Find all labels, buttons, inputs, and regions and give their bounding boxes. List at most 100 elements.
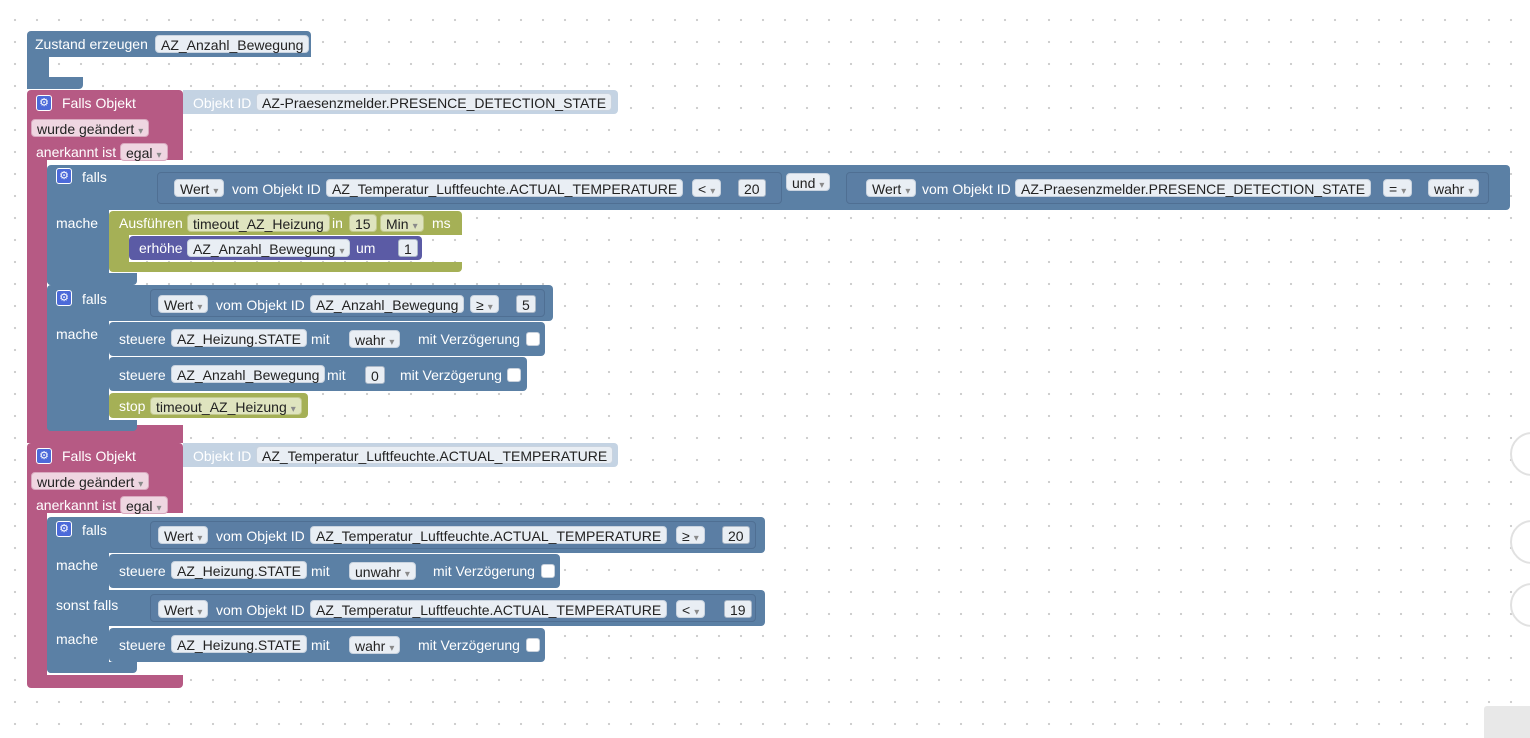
t2-if-block[interactable] <box>47 517 109 673</box>
t1-timeout-foot <box>109 262 462 272</box>
t2-sonst-falls: sonst falls <box>56 597 119 613</box>
t2-mache: mache <box>56 557 99 573</box>
gear-icon[interactable]: ⚙ <box>36 95 52 111</box>
create-state-var[interactable]: AZ_Anzahl_Bewegung <box>155 35 310 53</box>
t1-if1-right-vom: vom Objekt ID <box>922 181 1011 197</box>
t2-cond2-num[interactable]: 19 <box>724 600 752 618</box>
t1-if2-op[interactable]: ≥▾ <box>470 295 499 313</box>
t1-timeout-ms: ms <box>432 215 451 231</box>
t1-incr-label: erhöhe <box>139 240 183 256</box>
trigger1-ack-label: anerkannt ist <box>36 144 117 160</box>
t2-set1-mit: mit <box>311 563 330 579</box>
t2-set2-obj[interactable]: AZ_Heizung.STATE <box>171 635 307 653</box>
t2-cond1-num[interactable]: 20 <box>722 526 750 544</box>
checkbox-icon[interactable] <box>526 638 540 652</box>
t2-set1-steuere: steuere <box>119 563 166 579</box>
t1-incr-num[interactable]: 1 <box>398 239 418 257</box>
t1-if2-mache: mache <box>56 326 99 342</box>
checkbox-icon[interactable] <box>541 564 555 578</box>
t1-if1-block[interactable] <box>47 165 109 285</box>
t1-if2-block[interactable] <box>47 285 109 431</box>
zoom-in-icon[interactable] <box>1510 520 1530 564</box>
dropdown-arrow-icon: ▾ <box>156 503 162 514</box>
t2-set2-mit: mit <box>311 637 330 653</box>
t1-set2-val[interactable]: 0 <box>365 366 385 384</box>
t1-if1-left-op[interactable]: <▾ <box>692 179 722 197</box>
t1-if2-obj[interactable]: AZ_Anzahl_Bewegung <box>310 295 465 313</box>
t1-if1-mache: mache <box>56 215 99 231</box>
trigger2-side <box>27 513 47 678</box>
t1-if1-foot <box>47 273 137 285</box>
t1-stop-name[interactable]: timeout_AZ_Heizung▾ <box>150 397 302 415</box>
t1-if1-left-obj[interactable]: AZ_Temperatur_Luftfeuchte.ACTUAL_TEMPERA… <box>326 179 684 197</box>
t1-set1-val[interactable]: wahr▾ <box>349 330 401 348</box>
trigger2-change-dropdown[interactable]: wurde geändert▾ <box>31 472 150 490</box>
t2-set2-steuere: steuere <box>119 637 166 653</box>
trigger1-objekt-value[interactable]: AZ-Praesenzmelder.PRESENCE_DETECTION_STA… <box>256 93 613 111</box>
t2-cond1-op[interactable]: ≥▾ <box>676 526 705 544</box>
t1-set2-delay: mit Verzögerung <box>400 367 502 383</box>
t1-timeout-unit[interactable]: Min▾ <box>380 214 424 232</box>
t1-if1-left-wert[interactable]: Wert▾ <box>174 179 225 197</box>
trigger2-ack-label: anerkannt ist <box>36 497 117 513</box>
t1-if2-foot <box>47 420 137 431</box>
t2-set2-delay: mit Verzögerung <box>418 637 520 653</box>
trigger2-objekt-label: Objekt ID <box>193 448 252 464</box>
t2-cond1-wert[interactable]: Wert▾ <box>158 526 209 544</box>
trigger1-ack-dropdown[interactable]: egal▾ <box>120 143 168 161</box>
t1-if1-right-op[interactable]: =▾ <box>1383 179 1413 197</box>
t2-cond2-obj[interactable]: AZ_Temperatur_Luftfeuchte.ACTUAL_TEMPERA… <box>310 600 668 618</box>
t1-if1-left-num[interactable]: 20 <box>738 179 766 197</box>
checkbox-icon[interactable] <box>507 368 521 382</box>
trigger1-change-dropdown[interactable]: wurde geändert▾ <box>31 119 150 137</box>
t1-if1-und-dropdown[interactable]: und▾ <box>786 173 831 191</box>
create-state-label: Zustand erzeugen <box>35 36 148 52</box>
t1-set2-obj[interactable]: AZ_Anzahl_Bewegung <box>171 365 326 383</box>
t1-set1-delay: mit Verzögerung <box>418 331 520 347</box>
t1-timeout-run: Ausführen <box>119 215 183 231</box>
trash-icon[interactable] <box>1484 706 1530 738</box>
gear-icon[interactable]: ⚙ <box>36 448 52 464</box>
t1-if2-wert[interactable]: Wert▾ <box>158 295 209 313</box>
zoom-reset-icon[interactable] <box>1510 432 1530 476</box>
t2-set1-obj[interactable]: AZ_Heizung.STATE <box>171 561 307 579</box>
t2-cond1-obj[interactable]: AZ_Temperatur_Luftfeuchte.ACTUAL_TEMPERA… <box>310 526 668 544</box>
trigger2-title: Falls Objekt <box>62 448 136 464</box>
trigger1-title: Falls Objekt <box>62 95 136 111</box>
t2-set1-val[interactable]: unwahr▾ <box>349 562 416 580</box>
t1-if1-right-val[interactable]: wahr▾ <box>1428 179 1480 197</box>
t1-timeout-side <box>109 235 129 265</box>
t1-if2-num[interactable]: 5 <box>516 295 536 313</box>
gear-icon[interactable]: ⚙ <box>56 168 72 184</box>
trigger1-objekt-label: Objekt ID <box>193 95 252 111</box>
dropdown-arrow-icon: ▾ <box>138 479 144 490</box>
t2-cond2-wert[interactable]: Wert▾ <box>158 600 209 618</box>
t1-timeout-in: in <box>332 215 343 231</box>
dropdown-arrow-icon: ▾ <box>156 150 162 161</box>
checkbox-icon[interactable] <box>526 332 540 346</box>
t1-set2-mit: mit <box>327 367 346 383</box>
dropdown-arrow-icon: ▾ <box>138 126 144 137</box>
t2-set2-val[interactable]: wahr▾ <box>349 636 401 654</box>
t1-incr-um: um <box>356 240 376 256</box>
trigger2-ack-dropdown[interactable]: egal▾ <box>120 496 168 514</box>
trigger2-objekt-value[interactable]: AZ_Temperatur_Luftfeuchte.ACTUAL_TEMPERA… <box>256 446 614 464</box>
t2-if-foot <box>47 662 137 673</box>
t1-if2-falls: falls <box>82 291 107 307</box>
t1-stop-label: stop <box>119 398 146 414</box>
t1-set2-steuere: steuere <box>119 367 166 383</box>
t2-set1-delay: mit Verzögerung <box>433 563 535 579</box>
t1-if1-right-obj[interactable]: AZ-Praesenzmelder.PRESENCE_DETECTION_STA… <box>1015 179 1372 197</box>
zoom-out-icon[interactable] <box>1510 583 1530 627</box>
t1-timeout-name[interactable]: timeout_AZ_Heizung <box>187 214 330 232</box>
t1-timeout-num[interactable]: 15 <box>349 214 377 232</box>
t2-falls: falls <box>82 522 107 538</box>
gear-icon[interactable]: ⚙ <box>56 521 72 537</box>
t1-set1-obj[interactable]: AZ_Heizung.STATE <box>171 329 307 347</box>
t1-if2-vom: vom Objekt ID <box>216 297 305 313</box>
t2-mache2: mache <box>56 631 99 647</box>
t1-incr-var[interactable]: AZ_Anzahl_Bewegung▾ <box>187 239 351 257</box>
t2-cond2-op[interactable]: <▾ <box>676 600 706 618</box>
t1-if1-right-wert[interactable]: Wert▾ <box>866 179 917 197</box>
gear-icon[interactable]: ⚙ <box>56 290 72 306</box>
